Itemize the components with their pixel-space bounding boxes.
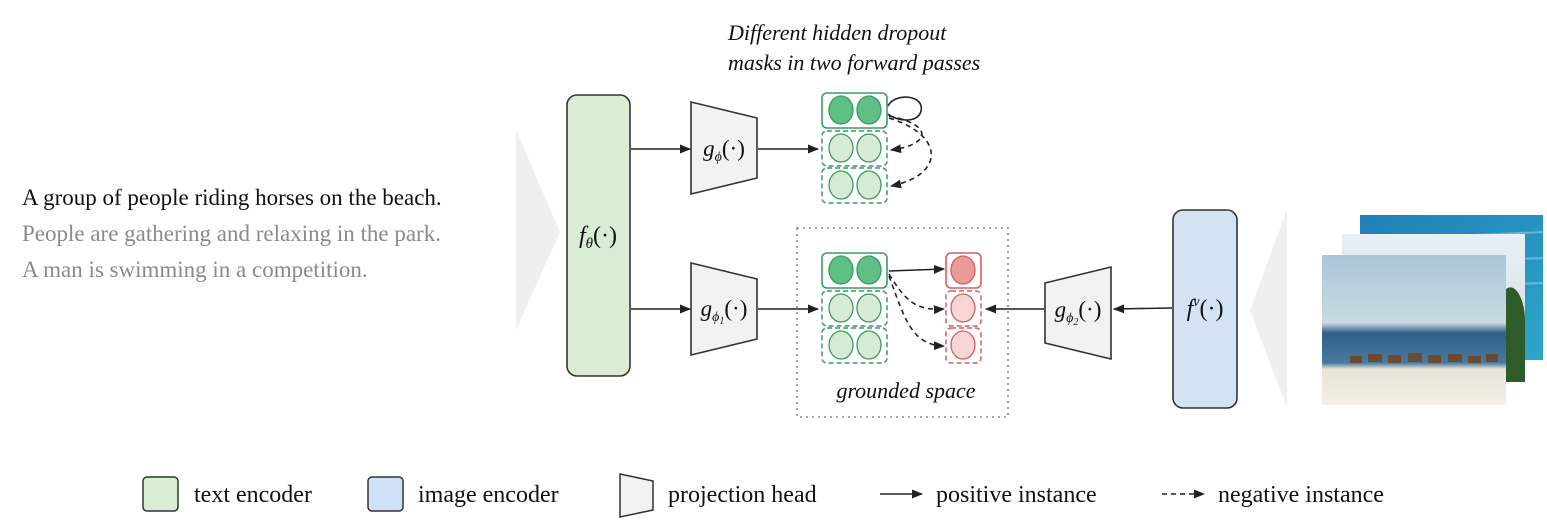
grounded-space-label: grounded space	[836, 378, 975, 403]
projection-head-gphi1: gϕ1(·)	[690, 261, 758, 357]
projection-head-gphi2: gϕ2(·)	[1044, 265, 1112, 361]
text-encoder-block: fθ(·)	[566, 94, 631, 377]
sentence-negative-2: A man is swimming in a competition.	[22, 257, 368, 282]
legend-text-encoder: text encoder	[194, 482, 312, 508]
text-encoder-label: fθ(·)	[579, 223, 617, 252]
projection-head-gphi: gϕ(·)	[690, 100, 758, 196]
legend-positive-instance: positive instance	[936, 482, 1097, 508]
dropout-caption-line2: masks in two forward passes	[728, 50, 980, 75]
legend-swatch-image-encoder	[367, 476, 404, 512]
image-encoder-label: fv(·)	[1187, 295, 1224, 322]
image-stack	[1322, 215, 1544, 405]
input-chevron-right	[1250, 210, 1287, 408]
top-embedding-stack	[821, 92, 888, 204]
legend-image-encoder: image encoder	[418, 482, 559, 508]
grounded-negative-arrow-1	[888, 273, 946, 315]
input-chevron-left	[516, 130, 560, 330]
grounded-image-stack	[945, 252, 982, 364]
legend-swatch-projection-head	[619, 473, 654, 518]
dropout-caption-line1: Different hidden dropout	[727, 20, 947, 45]
image-encoder-block: fv(·)	[1172, 209, 1238, 409]
grounded-text-stack	[821, 252, 888, 364]
grounded-positive-arrow	[888, 264, 946, 274]
svg-text:gϕ1(·): gϕ1(·)	[701, 296, 748, 327]
caption-sentences: A group of people riding horses on the b…	[22, 185, 442, 282]
top-negative-arrow-1	[888, 115, 923, 154]
image-beach-horses	[1322, 255, 1506, 405]
top-negative-arrow-2	[888, 117, 932, 189]
grounded-negative-arrow-2	[888, 275, 946, 351]
legend-swatch-text-encoder	[142, 476, 179, 512]
sentence-negative-1: People are gathering and relaxing in the…	[22, 221, 441, 246]
grounded-space-box	[796, 227, 1009, 418]
legend: text encoder image encoder projection he…	[142, 473, 1384, 518]
legend-projection-head: projection head	[668, 482, 817, 508]
legend-negative-instance: negative instance	[1218, 482, 1384, 508]
sentence-positive: A group of people riding horses on the b…	[22, 185, 442, 210]
horses-silhouette	[1350, 353, 1498, 363]
svg-text:gϕ2(·): gϕ2(·)	[1055, 297, 1102, 328]
svg-text:gϕ(·): gϕ(·)	[703, 136, 745, 165]
arrow-image-encoder-to-gphi2	[1112, 304, 1173, 314]
